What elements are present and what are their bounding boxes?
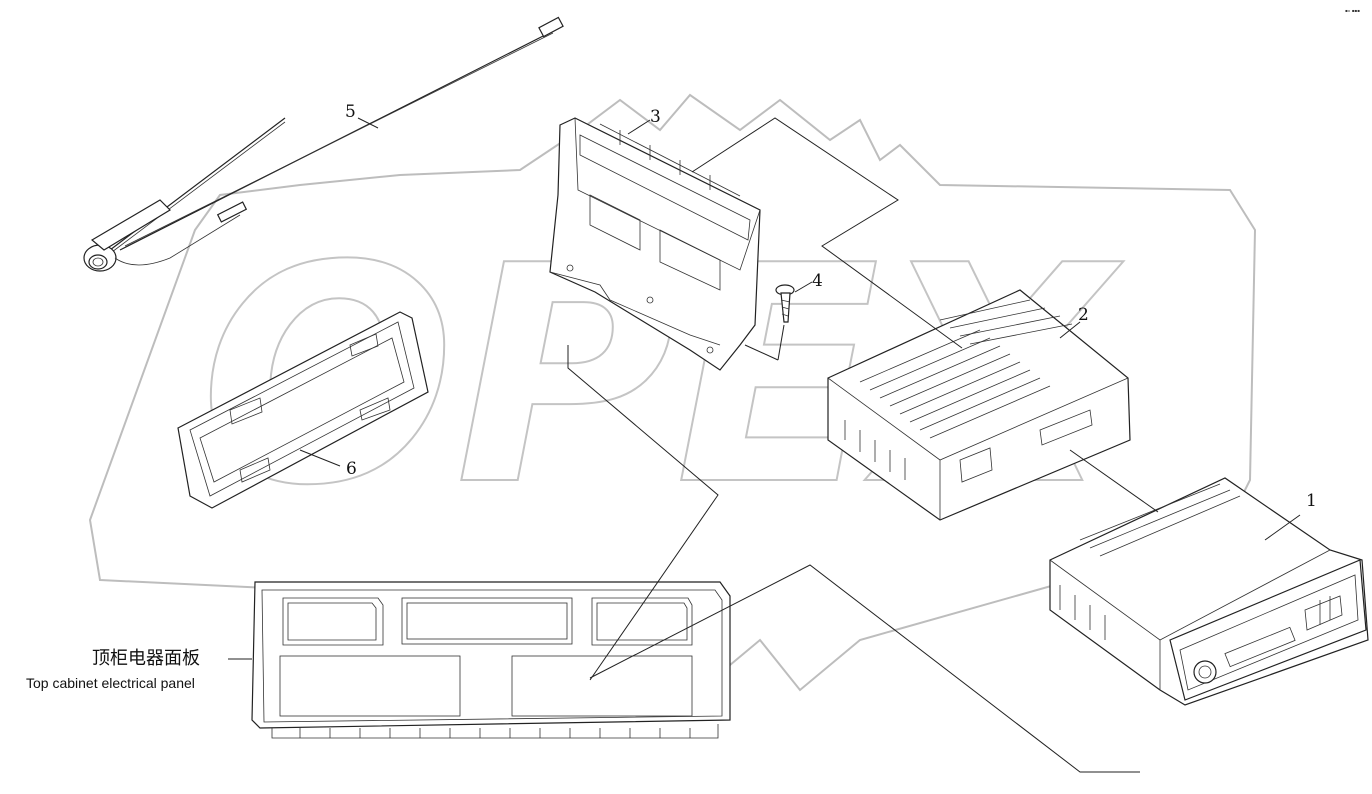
callout-label-2: 2 [1078, 305, 1089, 325]
top-cabinet-electrical-panel [251, 581, 731, 739]
callout-label-3: 3 [650, 107, 661, 127]
assembly-leader-lines [567, 117, 1159, 773]
part-3-mounting-bracket [549, 117, 761, 371]
part-5-antenna [83, 16, 564, 272]
panel-label-english: Top cabinet electrical panel [26, 675, 195, 691]
callout-label-5: 5 [345, 102, 356, 122]
corner-watermark-mark: ▪▫ ▪▪▪ [1345, 8, 1360, 13]
callout-label-6: 6 [346, 459, 357, 479]
cage-vent-slots [859, 299, 1073, 439]
part-2-radio-cage [827, 289, 1131, 521]
panel-label-chinese: 顶柜电器面板 [92, 648, 200, 669]
part-4-screw [775, 284, 795, 323]
part-1-radio-head-unit [1049, 477, 1369, 706]
callout-label-4: 4 [812, 271, 823, 291]
part-6-trim-frame [177, 311, 429, 509]
callout-label-1: 1 [1306, 491, 1317, 511]
